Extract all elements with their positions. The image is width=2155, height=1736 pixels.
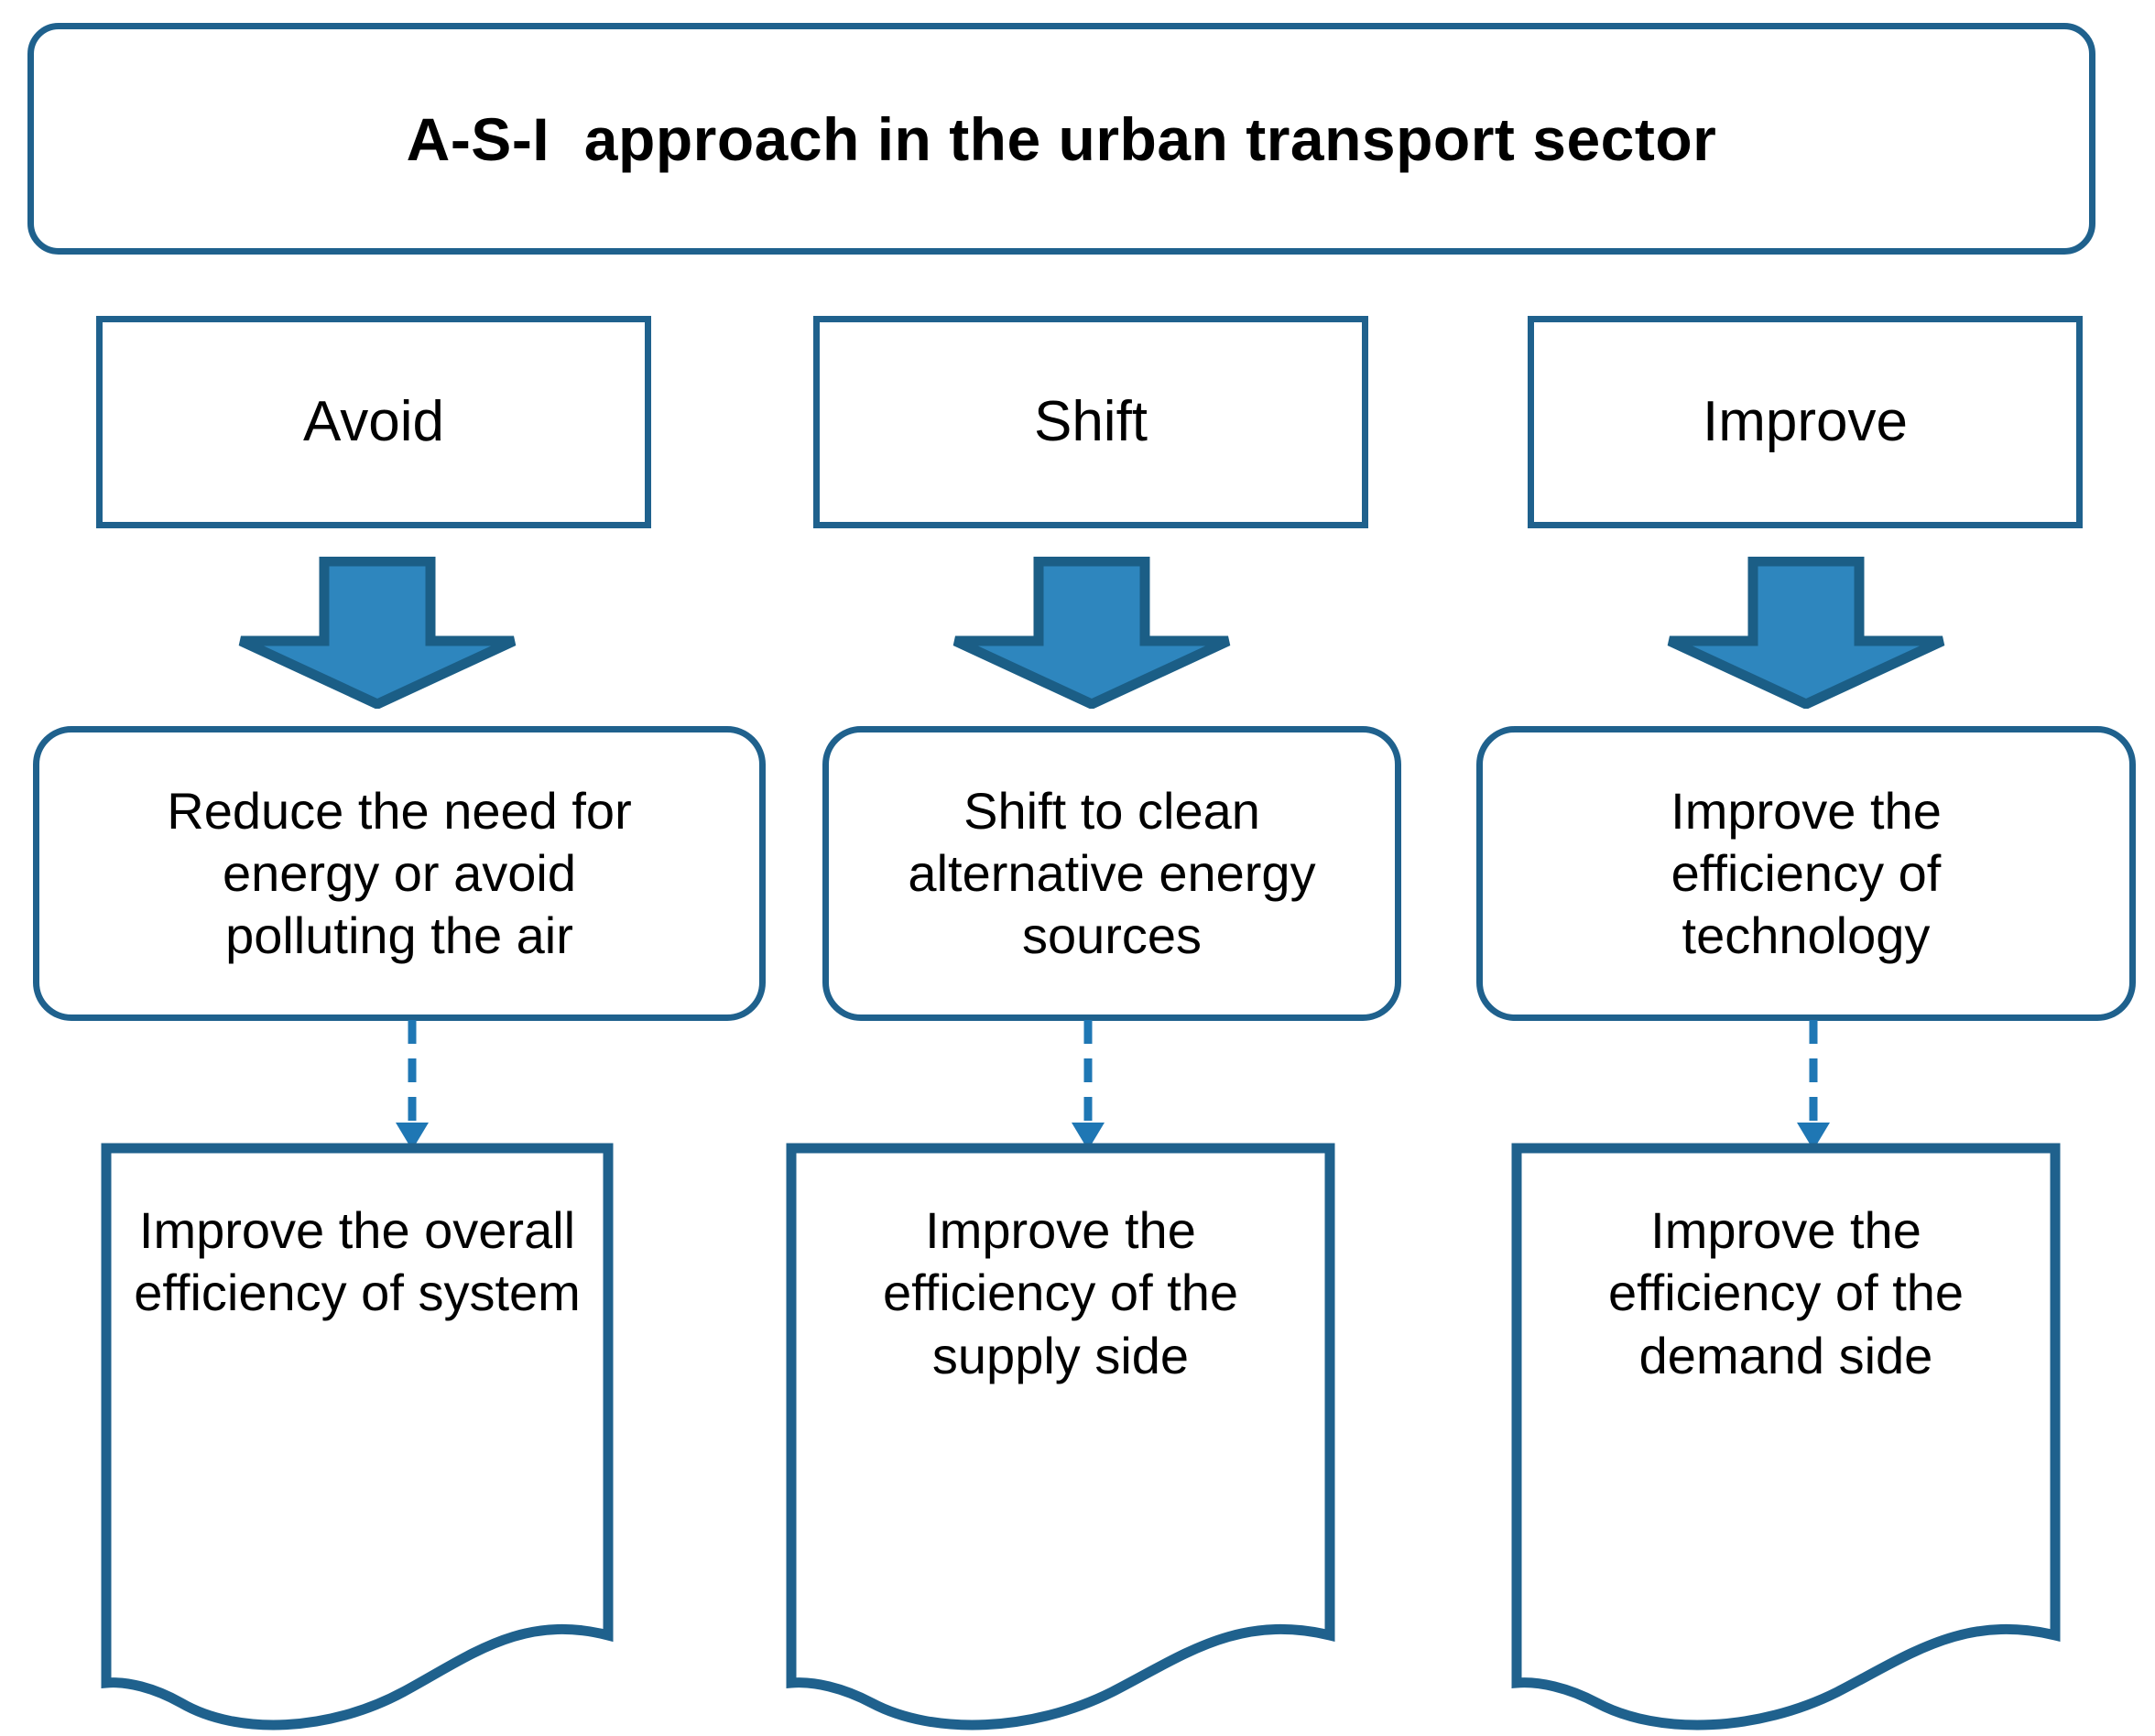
category-box-improve: Improve [1528,316,2083,528]
action-text-improve: Improve the efficiency of technology [1671,781,1942,965]
outcome-document-avoid: Improve the overall efficiency of system [101,1143,614,1736]
outcome-document-shift: Improve the efficiency of the supply sid… [786,1143,1335,1736]
outcome-text-avoid: Improve the overall efficiency of system [134,1201,581,1322]
action-box-shift: Shift to clean alternative energy source… [822,726,1401,1021]
category-label-shift: Shift [1033,389,1148,453]
outcome-document-improve: Improve the efficiency of the demand sid… [1511,1143,2061,1736]
down-arrow-icon-avoid [234,557,520,709]
dashed-down-arrow-icon-shift [1061,1020,1116,1150]
diagram-title-box: A-S-I approach in the urban transport se… [27,23,2095,255]
outcome-text-improve: Improve the efficiency of the demand sid… [1607,1201,1965,1384]
action-text-shift: Shift to clean alternative energy source… [908,781,1316,965]
down-arrow-icon-improve [1663,557,1949,709]
category-label-avoid: Avoid [303,389,444,453]
category-box-shift: Shift [813,316,1368,528]
action-box-improve: Improve the efficiency of technology [1476,726,2136,1021]
action-box-avoid: Reduce the need for energy or avoid poll… [33,726,766,1021]
action-text-avoid: Reduce the need for energy or avoid poll… [167,781,632,965]
down-arrow-icon-shift [949,557,1235,709]
category-label-improve: Improve [1703,389,1908,453]
dashed-down-arrow-icon-avoid [385,1020,440,1150]
diagram-title-text: A-S-I approach in the urban transport se… [406,104,1717,173]
dashed-down-arrow-icon-improve [1786,1020,1841,1150]
outcome-text-shift: Improve the efficiency of the supply sid… [882,1201,1239,1384]
category-box-avoid: Avoid [96,316,651,528]
